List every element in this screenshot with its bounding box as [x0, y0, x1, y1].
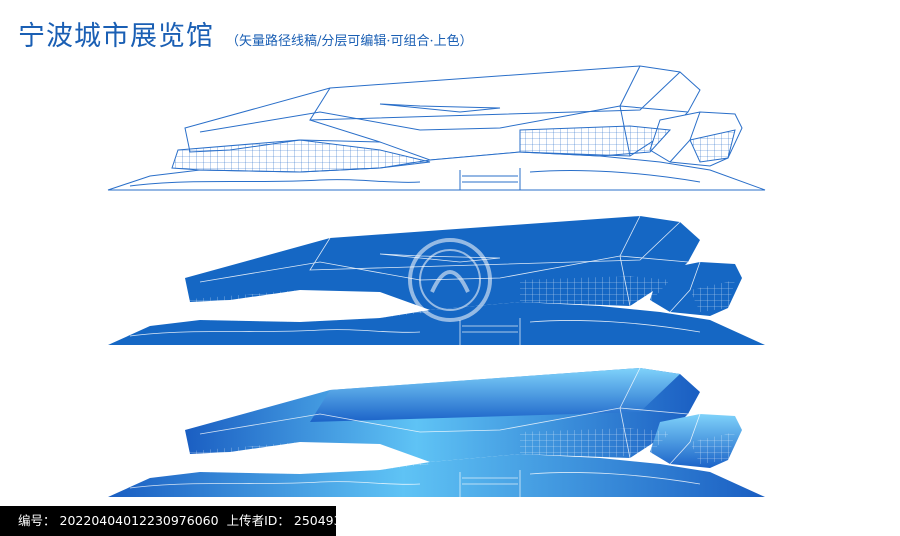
id-label: 编号：	[18, 513, 56, 528]
page-title: 宁波城市展览馆	[18, 21, 214, 52]
header: 宁波城市展览馆 （矢量路径线稿/分层可编辑·可组合·上色）	[18, 14, 473, 54]
solid-version	[108, 215, 765, 345]
outline-version	[107, 65, 766, 191]
footer-bar: 编号：20220404012230976060 上传者ID：2504936	[0, 506, 336, 536]
uploader-label: 上传者ID：	[226, 513, 290, 528]
page-subtitle: （矢量路径线稿/分层可编辑·可组合·上色）	[226, 34, 473, 49]
uploader-value: 2504936	[293, 513, 336, 528]
id-value: 20220404012230976060	[59, 513, 219, 528]
gradient-version	[108, 367, 765, 497]
watermark-logo-icon	[408, 238, 492, 322]
